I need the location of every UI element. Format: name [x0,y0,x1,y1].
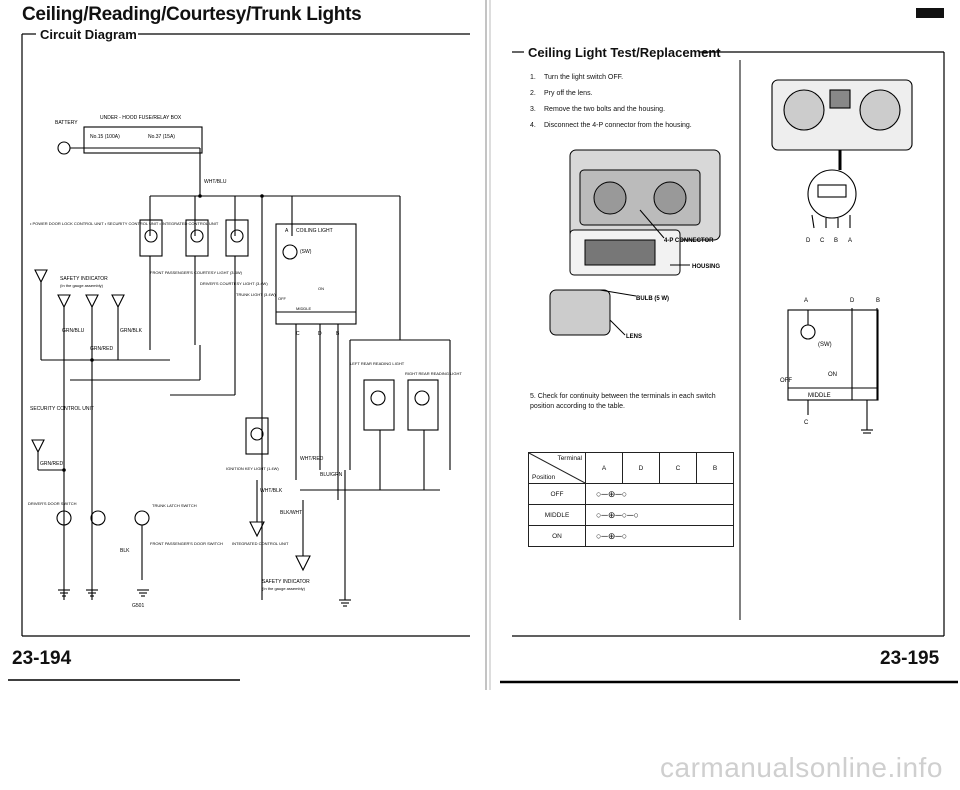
g501-label: G501 [132,603,144,609]
row-off: OFF [528,483,586,505]
ceiling-middle-label: MIDDLE [296,306,311,311]
col-c: C [659,452,697,484]
sch-c: C [804,420,809,426]
sch-middle: MIDDLE [808,393,831,399]
safety-indicator-label: SAFETY INDICATOR [60,276,108,282]
wire-blu-grn: BLU/GRN [320,472,343,478]
corner-tab-icon [916,8,944,18]
step-1: 1.Turn the light switch OFF. [530,74,624,81]
battery-label: BATTERY [55,120,78,126]
wire-grn-blk: GRN/BLK [120,328,143,334]
row-middle-continuity: ○─⊕─○─○ [585,504,734,526]
switch-schematic: D C B A A D B (SW) OFF ON MIDDLE C [771,79,913,434]
ceiling-light-label: COILING LIGHT [296,228,333,234]
ceiling-on-label: ON [318,286,324,291]
wire-grn-blu: GRN/BLU [62,328,85,334]
security-unit-label: SECURITY CONTROL UNIT [30,406,94,412]
ceiling-term-d: D [318,331,322,337]
page-title: Ceiling/Reading/Courtesy/Trunk Lights [22,4,362,25]
ceiling-term-a: A [285,228,289,234]
ground-symbols [58,589,351,607]
header-position: Position [532,474,556,481]
watermark: carmanualsonline.info [660,752,943,783]
left-reading-label: LEFT REAR READING LIGHT [350,361,405,366]
wire-grn-red-2: GRN/RED [40,461,63,467]
ceiling-sw-label: (SW) [300,249,312,255]
step-2: 2.Pry off the lens. [530,90,593,97]
wire-grn-red: GRN/RED [90,346,113,352]
gauge-assembly2-label: (In the gauge assembly) [262,586,306,591]
ceiling-light-illustration: 4-P CONNECTOR HOUSING BULB (5 W) LENS [549,149,721,340]
trunk-light-label: TRUNK LIGHT (3.4W) [236,292,276,297]
pin-d: D [806,238,811,244]
step-3: 3.Remove the two bolts and the housing. [530,106,666,113]
procedure-steps: 1.Turn the light switch OFF. 2.Pry off t… [530,70,692,134]
wire-wht-blk: WHT/BLK [260,488,283,494]
row-on-continuity: ○─⊕─○ [585,525,734,547]
row-off-continuity: ○─⊕─○ [585,483,734,505]
page-number-left: 23-194 [12,648,72,669]
lens-label: LENS [626,334,642,340]
fuse1-label: No.15 (100A) [90,134,120,140]
header-terminal: Terminal [557,455,582,462]
sch-sw: (SW) [818,342,832,348]
wire-blk: BLK [120,548,130,554]
front-courtesy-label: FRONT PASSENGER'S COURTESY LIGHT (3.4W) [150,270,243,275]
pin-a: A [848,238,852,244]
row-middle: MIDDLE [528,504,586,526]
fuse2-label: No.37 (15A) [148,134,175,140]
sch-off: OFF [780,378,792,384]
ceiling-off-label: OFF [278,296,287,301]
gauge-assembly-label: (In the gauge assembly) [60,283,104,288]
circuit-diagram-heading: Circuit Diagram [40,27,137,42]
wire-wht-blu: WHT/BLU [204,179,227,185]
col-a: A [585,452,623,484]
front-door-switch-label: FRONT PASSENGER'S DOOR SWITCH [150,541,223,546]
sch-top-a: A [804,298,808,304]
ignition-key-label: IGNITION KEY LIGHT (1.4W) [226,466,279,471]
driver-door-switch-label: DRIVER'S DOOR SWITCH [28,501,77,506]
ceiling-term-c: C [296,331,300,337]
safety-indicator2-label: SAFETY INDICATOR [262,579,310,585]
housing-label: HOUSING [692,264,720,270]
continuity-table: Terminal Position A D C B OFF ○─⊕─○ MIDD… [528,452,734,547]
row-on: ON [528,525,586,547]
step-4: 4.Disconnect the 4-P connector from the … [530,122,692,129]
sch-on: ON [828,372,837,378]
right-reading-label: RIGHT REAR READING LIGHT [405,371,462,376]
driver-courtesy-label: DRIVER'S COURTESY LIGHT (3.4W) [200,281,268,286]
power-list-label: • POWER DOOR LOCK CONTROL UNIT • SECURIT… [30,221,219,226]
wire-blk-wht: BLK/WHT [280,510,302,516]
fuse-box-label: UNDER - HOOD FUSE/RELAY BOX [100,115,182,121]
pin-b: B [834,238,838,244]
integrated-unit-label: INTEGRATED CONTROL UNIT [232,541,289,546]
ceiling-term-b: B [336,331,340,337]
col-d: D [622,452,660,484]
circuit-diagram: BATTERY UNDER - HOOD FUSE/RELAY BOX No.1… [28,115,462,609]
col-b: B [696,452,734,484]
wire-wht-red: WHT/RED [300,456,324,462]
sch-top-b: B [876,298,880,304]
trunk-latch-label: TRUNK LATCH SWITCH [152,503,197,508]
page-number-right: 23-195 [880,648,940,669]
step-5: 5. Check for continuity between the term… [530,393,716,410]
bulb-label: BULB (5 W) [636,296,669,302]
connector-label: 4-P CONNECTOR [664,238,714,244]
sch-top-d: D [850,298,855,304]
pin-c: C [820,238,825,244]
test-replacement-heading: Ceiling Light Test/Replacement [528,45,721,60]
